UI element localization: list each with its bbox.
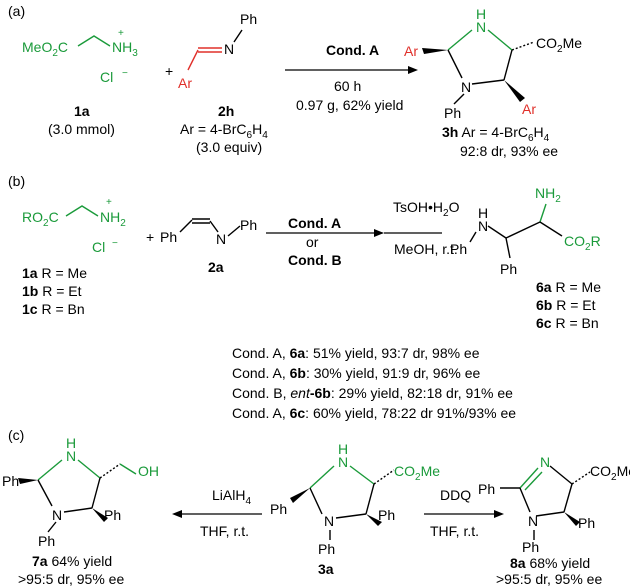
plus-sign-a: +: [165, 63, 173, 79]
svg-text:Ph: Ph: [478, 481, 495, 497]
ar-definition-2h: Ar = 4-BrC6H4: [180, 121, 268, 141]
svg-text:H: H: [478, 205, 488, 221]
compound-label-6b: 6b R = Et: [536, 297, 596, 313]
svg-text:Ph: Ph: [318, 541, 335, 557]
result-line-1: Cond. A, 6a: 51% yield, 93:7 dr, 98% ee: [232, 345, 480, 361]
svg-text:H: H: [338, 441, 348, 457]
svg-text:Ar: Ar: [178, 75, 192, 91]
svg-text:N: N: [540, 454, 550, 470]
compound-label-2a: 2a: [208, 259, 224, 275]
svg-text:MeO2C: MeO2C: [22, 39, 68, 59]
compound-label-1c: 1c R = Bn: [22, 301, 85, 317]
compound-label-7a: 7a 64% yield: [32, 553, 112, 569]
condition-b: Cond. B: [288, 252, 342, 268]
panel-label-c: (c): [8, 427, 24, 443]
svg-text:Ph: Ph: [104, 507, 121, 523]
svg-text:−: −: [112, 238, 118, 249]
svg-text:N: N: [476, 19, 486, 35]
svg-text:Ph: Ph: [522, 539, 539, 555]
reagent-lialh4: LiAlH4: [212, 487, 251, 507]
svg-text:NH2: NH2: [535, 185, 561, 205]
solvent-b: MeOH, r.t.: [394, 241, 458, 257]
reactant-1-series-structure: RO2C NH2 + Cl −: [22, 197, 126, 255]
product-6-structure: NH2 H N Ph Ph CO2R: [450, 185, 601, 277]
svg-text:Ph: Ph: [450, 241, 467, 257]
svg-text:Ph: Ph: [160, 229, 177, 245]
svg-text:Ar: Ar: [522, 101, 536, 117]
svg-text:N: N: [338, 454, 348, 470]
svg-text:N: N: [478, 218, 488, 234]
compound-label-3h: 3h Ar = 4-BrC6H4: [442, 124, 550, 144]
svg-text:CO2R: CO2R: [564, 233, 601, 253]
compound-label-6c: 6c R = Bn: [536, 315, 599, 331]
svg-text:Ph: Ph: [270, 501, 287, 517]
reactant-1a-structure: MeO2C NH3 + Cl −: [22, 28, 138, 85]
svg-text:Ph: Ph: [2, 473, 19, 489]
svg-text:−: −: [122, 68, 128, 79]
svg-text:N: N: [52, 507, 62, 523]
solvent-c-right: THF, r.t.: [430, 523, 479, 539]
panel-label-a: (a): [8, 3, 25, 19]
plus-sign-b: +: [146, 229, 154, 245]
result-line-3: Cond. B, ent-6b: 29% yield, 82:18 dr, 91…: [232, 385, 513, 401]
svg-text:N: N: [216, 231, 226, 247]
compound-label-2h: 2h: [218, 103, 234, 119]
svg-text:H: H: [66, 435, 76, 451]
panel-label-b: (b): [8, 173, 25, 189]
svg-text:Ph: Ph: [378, 507, 395, 523]
svg-text:RO2C: RO2C: [22, 209, 59, 229]
svg-text:N: N: [66, 448, 76, 464]
selectivity-8a: >95:5 dr, 95% ee: [496, 571, 602, 587]
yield-a: 0.97 g, 62% yield: [296, 97, 403, 113]
svg-text:+: +: [118, 28, 124, 39]
compound-label-8a: 8a 68% yield: [510, 555, 590, 571]
acid-reagent: TsOH•H2O: [393, 199, 460, 219]
svg-text:N: N: [461, 79, 471, 95]
reagent-ddq: DDQ: [440, 487, 471, 503]
svg-text:Ph: Ph: [444, 105, 461, 121]
result-line-2: Cond. A, 6b: 30% yield, 91:9 dr, 96% ee: [232, 365, 480, 381]
svg-text:Ph: Ph: [240, 217, 257, 233]
condition-or: or: [306, 234, 319, 250]
selectivity-3h: 92:8 dr, 93% ee: [460, 143, 558, 159]
compound-label-6a: 6a R = Me: [536, 279, 601, 295]
svg-text:Cl: Cl: [92, 239, 105, 255]
svg-text:Ph: Ph: [578, 515, 595, 531]
svg-text:CO2Me: CO2Me: [394, 463, 440, 483]
svg-text:OH: OH: [138, 463, 159, 479]
compound-label-1a: 1a: [74, 103, 90, 119]
solvent-c-left: THF, r.t.: [200, 523, 249, 539]
time-a: 60 h: [334, 78, 361, 94]
substrate-3a-structure: H N N CO2Me Ph Ph Ph: [270, 441, 440, 557]
svg-text:H: H: [476, 6, 486, 22]
svg-text:+: +: [106, 197, 112, 208]
svg-text:Ph: Ph: [500, 261, 517, 277]
svg-text:N: N: [528, 513, 538, 529]
condition-a: Cond. A: [326, 42, 379, 58]
svg-text:CO2Me: CO2Me: [590, 463, 630, 483]
compound-label-1a-b: 1a R = Me: [22, 265, 87, 281]
reactant-2a-structure: Ph N Ph: [160, 217, 257, 247]
condition-a-b: Cond. A: [288, 215, 341, 231]
svg-text:NH2: NH2: [100, 209, 126, 229]
svg-text:CO2Me: CO2Me: [536, 35, 582, 55]
reactant-2h-structure: Ph N Ar: [178, 11, 257, 91]
svg-text:Cl: Cl: [100, 69, 113, 85]
svg-text:Ar: Ar: [404, 43, 418, 59]
svg-text:Ph: Ph: [240, 11, 257, 27]
product-3h-structure: H N N Ar CO2Me Ar Ph: [404, 6, 582, 121]
product-7a-structure: H N N OH Ph Ph Ph: [2, 435, 159, 549]
svg-text:NH3: NH3: [112, 39, 138, 59]
svg-text:Ph: Ph: [38, 533, 55, 549]
selectivity-7a: >95:5 dr, 95% ee: [18, 571, 124, 587]
amount-1a: (3.0 mmol): [48, 121, 115, 137]
svg-text:N: N: [324, 513, 334, 529]
result-line-4: Cond. A, 6c: 60% yield, 78:22 dr 91%/93%…: [232, 405, 516, 421]
amount-2h: (3.0 equiv): [196, 139, 262, 155]
compound-label-3a: 3a: [318, 561, 334, 577]
product-8a-structure: N N Ph CO2Me Ph Ph: [478, 454, 630, 555]
compound-label-1b: 1b R = Et: [22, 283, 82, 299]
svg-text:N: N: [224, 41, 234, 57]
